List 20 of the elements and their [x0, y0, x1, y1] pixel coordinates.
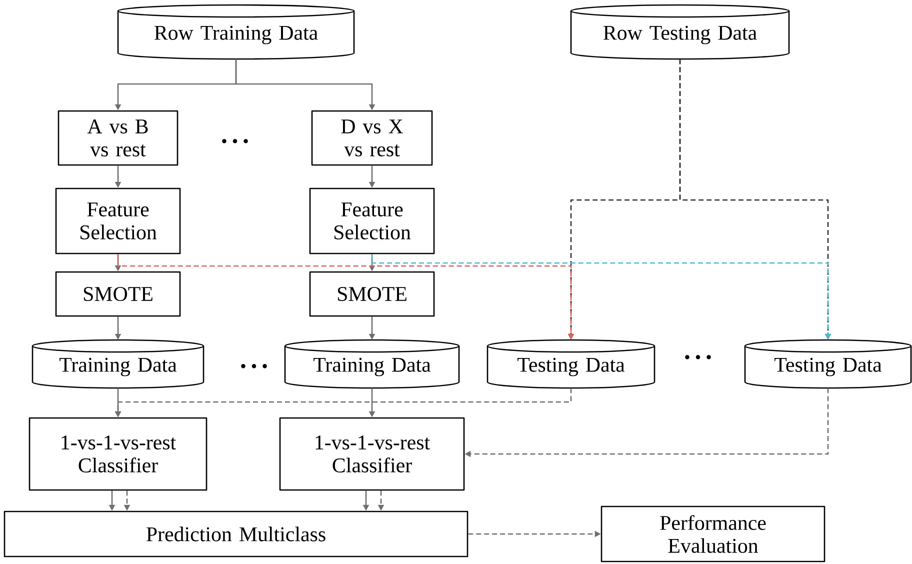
database-cylinder: Row Testing Data: [570, 4, 790, 60]
database-cylinder: Training Data: [284, 339, 460, 389]
process-box: Prediction Multiclass: [4, 510, 468, 558]
ellipsis-dots: • • •: [241, 364, 267, 368]
process-box: Performance Evaluation: [600, 506, 826, 562]
database-cylinder: Testing Data: [486, 339, 656, 389]
process-box: 1-vs-1-vs-rest Classifier: [279, 417, 465, 491]
ellipsis-dots: • • •: [222, 138, 248, 144]
database-cylinder: Row Training Data: [117, 4, 355, 60]
database-cylinder: Testing Data: [744, 339, 912, 389]
process-box: D vs X vs rest: [311, 110, 433, 166]
process-box: Feature Selection: [55, 188, 181, 254]
process-box: SMOTE: [309, 271, 435, 317]
node-label: Testing Data: [774, 358, 882, 376]
process-box: Feature Selection: [309, 188, 435, 254]
process-box: SMOTE: [55, 271, 181, 317]
ellipsis-dots: • • •: [685, 354, 711, 360]
database-cylinder: Training Data: [32, 339, 204, 389]
process-box: 1-vs-1-vs-rest Classifier: [28, 417, 208, 491]
process-box: A vs B vs rest: [58, 110, 178, 166]
